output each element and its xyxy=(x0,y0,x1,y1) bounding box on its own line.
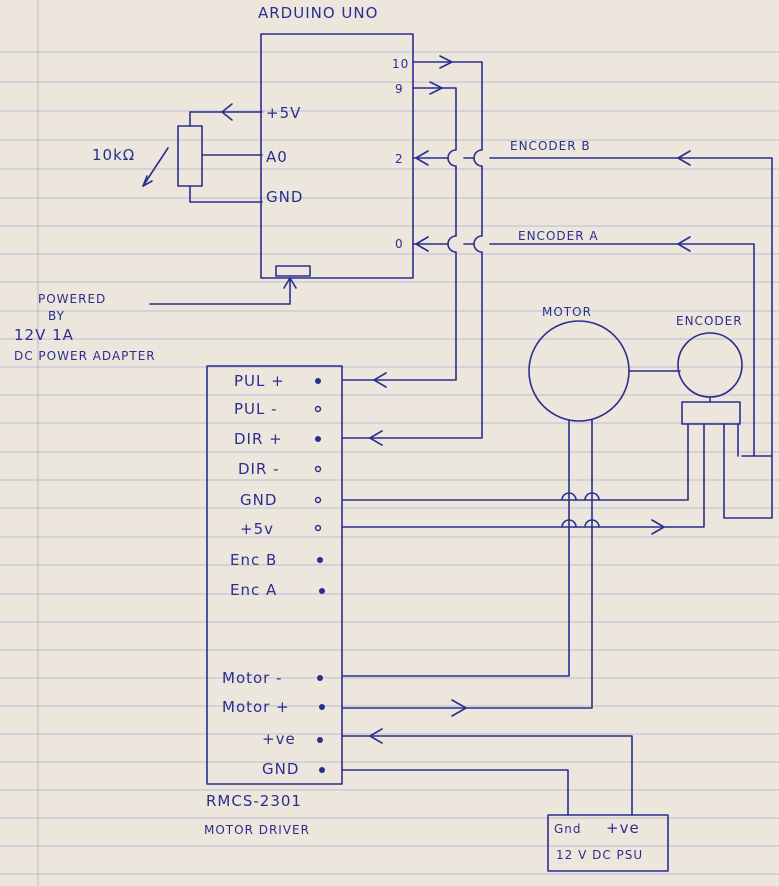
driver-model: RMCS-2301 xyxy=(206,792,302,810)
driver-pin-pos: +ve xyxy=(262,730,296,748)
driver-pin-motor-minus: Motor - xyxy=(222,669,283,687)
encoder-b-label: ENCODER B xyxy=(510,139,591,153)
potentiometer: 10kΩ xyxy=(92,103,263,203)
arduino-board: ARDUINO UNO +5V A0 GND 10 9 2 0 xyxy=(258,4,414,279)
driver-pin-gnd-1: GND xyxy=(240,491,277,509)
driver-pin-5v: +5v xyxy=(240,520,274,538)
arduino-pin-5v: +5V xyxy=(266,104,301,122)
encoder: ENCODER xyxy=(341,314,773,535)
driver-pin-motor-plus: Motor + xyxy=(222,698,290,716)
potentiometer-label: 10kΩ xyxy=(92,146,135,164)
encoder-label: ENCODER xyxy=(676,314,743,328)
power-line-1: POWERED xyxy=(38,292,106,306)
arduino-pin-gnd: GND xyxy=(266,188,303,206)
driver-pin-gnd-2: GND xyxy=(262,760,299,778)
psu-pos-label: +ve xyxy=(606,819,640,837)
power-line-2: BY xyxy=(48,309,65,323)
arduino-pin-a0: A0 xyxy=(266,148,288,166)
arduino-pin-9: 9 xyxy=(395,82,404,96)
power-note: POWERED BY 12V 1A DC POWER ADAPTER xyxy=(14,277,297,363)
motor: MOTOR xyxy=(341,305,681,717)
arduino-pin-10: 10 xyxy=(392,57,409,71)
driver-pin-dir-minus: DIR - xyxy=(238,460,280,478)
driver-pin-enc-a: Enc A xyxy=(230,581,277,599)
power-line-4: DC POWER ADAPTER xyxy=(14,349,156,363)
crossing-hops xyxy=(561,492,600,528)
arduino-pin-0: 0 xyxy=(395,237,404,251)
motor-driver: PUL + PUL - DIR + DIR - GND +5v Enc B En… xyxy=(204,365,343,837)
arduino-title: ARDUINO UNO xyxy=(258,4,378,22)
driver-pin-dir-plus: DIR + xyxy=(234,430,283,448)
driver-pin-enc-b: Enc B xyxy=(230,551,277,569)
power-line-3: 12V 1A xyxy=(14,326,74,344)
driver-caption: MOTOR DRIVER xyxy=(204,823,310,837)
arduino-pin-2: 2 xyxy=(395,152,404,166)
driver-pin-pul-minus: PUL - xyxy=(234,400,278,418)
psu-gnd-label: Gnd xyxy=(554,822,582,836)
psu-label: 12 V DC PSU xyxy=(556,848,643,862)
signal-wires: ENCODER B ENCODER A xyxy=(341,55,773,457)
motor-label: MOTOR xyxy=(542,305,592,319)
psu: Gnd +ve 12 V DC PSU xyxy=(341,728,669,872)
driver-pin-pul-plus: PUL + xyxy=(234,372,285,390)
power-jack xyxy=(275,265,311,277)
encoder-a-label: ENCODER A xyxy=(518,229,599,243)
